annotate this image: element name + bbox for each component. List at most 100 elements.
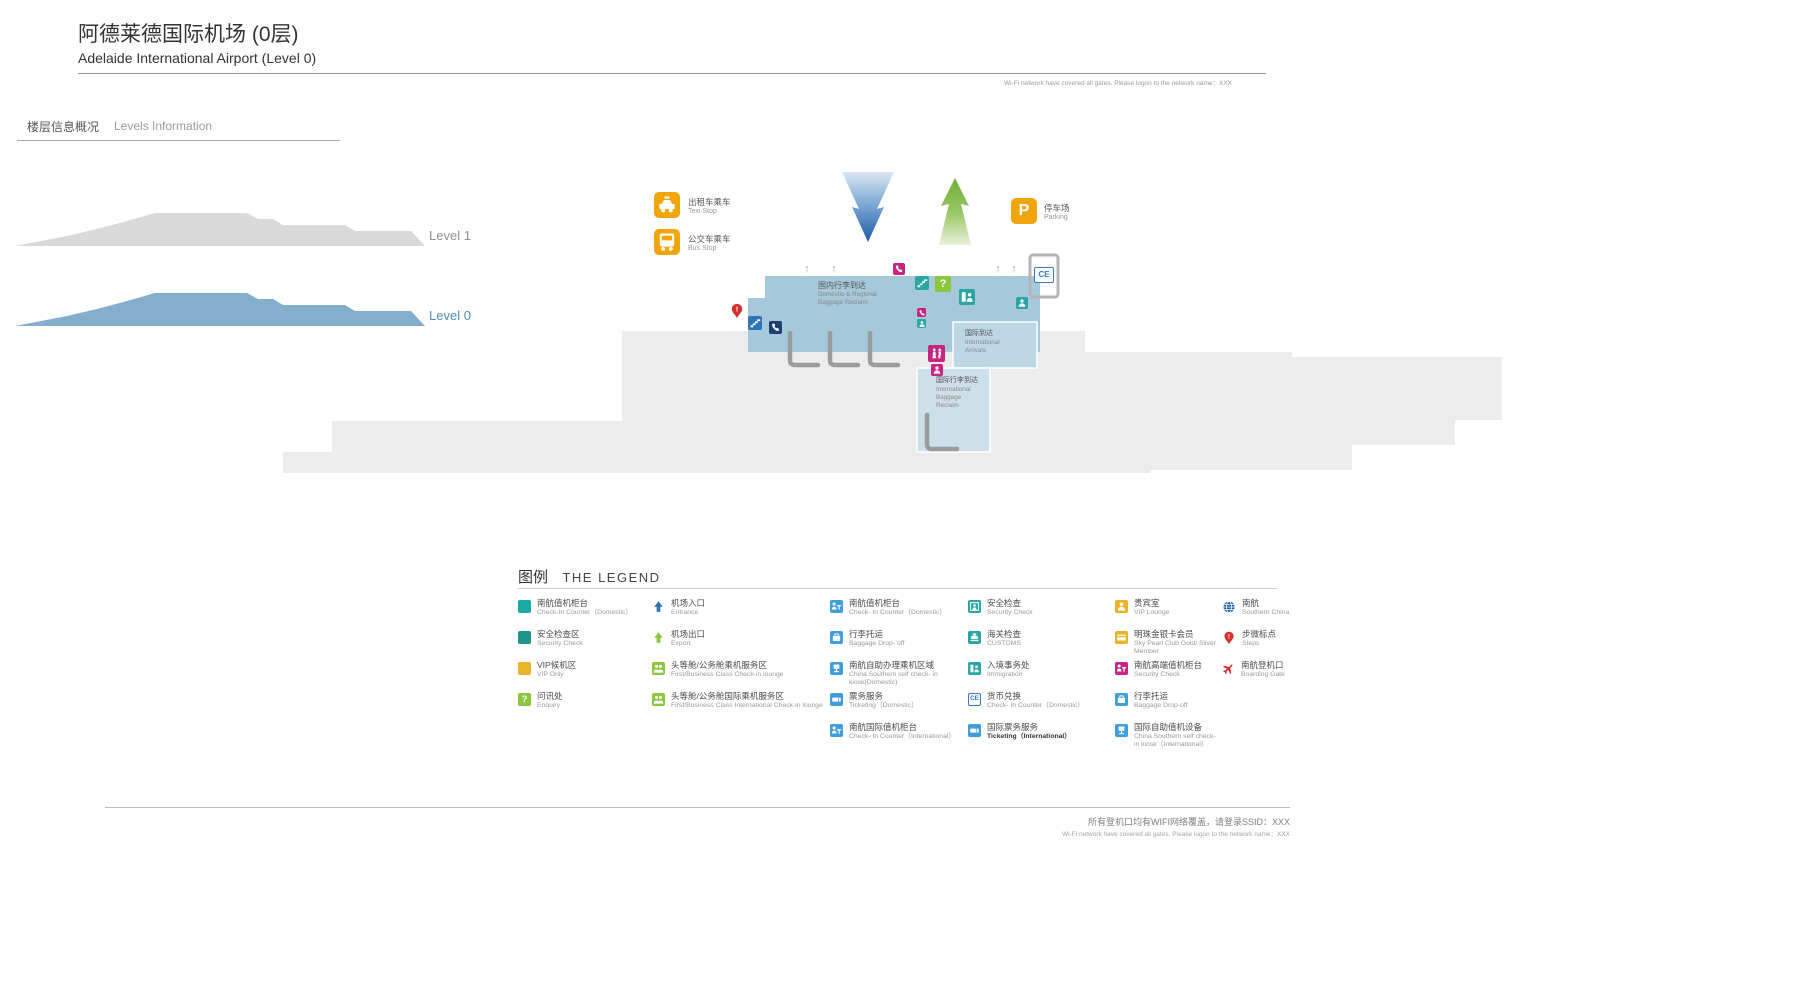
legend-divider xyxy=(518,588,1277,589)
baggage-dropoff-icon xyxy=(1115,693,1128,706)
taxi-stop-label-zh: 出租车乘车 xyxy=(688,197,731,207)
area-label-intl-arrivals: 国际到达 International Arrivals xyxy=(965,330,1000,355)
telephone-icon xyxy=(893,263,905,275)
footer-note: 所有登机口均有WIFI网络覆盖，请登录SSID：XXX Wi-Fi networ… xyxy=(800,815,1290,838)
baggage-dropoff-icon xyxy=(830,631,843,644)
area-label-en: Domestic & Regional Baggage Reclaim xyxy=(818,291,877,307)
enquiry-icon: ? xyxy=(935,276,951,292)
legend-label-en: Export xyxy=(671,639,691,647)
legend-label-en: VIP Only xyxy=(537,670,564,678)
level-1-label[interactable]: Level 1 xyxy=(429,228,471,243)
level-1-silhouette[interactable] xyxy=(15,202,425,248)
area-label-zh: 国际行李到达 xyxy=(936,377,978,384)
exit-arrow-icon xyxy=(652,631,665,644)
legend-label-en: VIP Lounge xyxy=(1134,608,1170,616)
legend-label-zh: 安全检查 xyxy=(987,598,1022,608)
footer-wifi-zh: 所有登机口均有WIFI网络覆盖，请登录SSID：XXX xyxy=(1087,817,1290,827)
tab-underline xyxy=(17,140,340,141)
footer-wifi-en: Wi-Fi network have covered all gates. Pl… xyxy=(1062,831,1290,838)
legend-label-en: Security Check xyxy=(1134,670,1180,678)
direction-arrow-icon: ↑ xyxy=(1011,262,1017,275)
legend-label-en: First/Business Class International Check… xyxy=(671,701,823,709)
vip-lounge-icon xyxy=(1115,600,1128,613)
boarding-gate-icon xyxy=(1219,659,1237,677)
tab-levels-overview-en[interactable]: Levels Information xyxy=(114,119,213,133)
legend-label-zh: 南航值机柜台 xyxy=(537,598,589,608)
parking-label-en: Parking xyxy=(1044,214,1068,221)
legend-label-en: Security Check xyxy=(987,608,1033,616)
level-0-label[interactable]: Level 0 xyxy=(429,308,471,323)
legend-label-zh: 行李托运 xyxy=(1134,691,1169,701)
sky-pearl-member-icon xyxy=(1115,631,1128,644)
header-wifi-note: Wi-Fi network have covered all gates. Pl… xyxy=(1004,80,1232,87)
legend-label-zh: 行李托运 xyxy=(849,629,884,639)
legend-label-en: Ticketing（Domestic） xyxy=(849,701,918,709)
svg-text:!: ! xyxy=(1228,634,1230,641)
toilet-icon xyxy=(928,345,945,362)
page-title: 阿德莱德国际机场 (0层) xyxy=(78,23,299,46)
taxi-stop-label-en: Texi Stop xyxy=(688,208,717,215)
legend-label-en: Security Check xyxy=(537,639,583,647)
direction-arrow-icon: ↑ xyxy=(804,262,810,275)
legend-label-en: Southern China xyxy=(1242,608,1290,616)
legend-label-zh: 明珠金银卡会员 xyxy=(1134,629,1194,639)
legend-label-zh: 南航值机柜台 xyxy=(849,598,901,608)
intl-arrivals-hall xyxy=(952,321,1038,369)
legend-label-zh: 南航登机口 xyxy=(1241,660,1284,670)
customs-icon xyxy=(968,631,981,644)
page-subtitle: Adelaide International Airport (Level 0) xyxy=(78,50,317,66)
area-label-en: International Arrivals xyxy=(965,338,1000,354)
legend-label-en: Baggage Drop-off xyxy=(1134,701,1188,709)
legend-label-zh: 机场出口 xyxy=(671,629,706,639)
entrance-arrow-icon xyxy=(652,600,665,613)
legend-title-en: THE LEGEND xyxy=(562,570,661,585)
legend-label-zh: 国际自助值机设备 xyxy=(1134,722,1203,732)
level-0-silhouette[interactable] xyxy=(15,282,425,328)
legend-label-zh: 南航国际值机柜台 xyxy=(849,722,918,732)
legend-label-en: Baggage Drop- off xyxy=(849,639,905,647)
legend-label-zh: 头等舱/公务舱国际乘机服务区 xyxy=(671,691,784,701)
terminal-floorplan xyxy=(283,172,1502,473)
legend-label-zh: 货币兑换 xyxy=(987,691,1022,701)
self-checkin-kiosk-icon xyxy=(830,662,843,675)
arrivals-flow-arrow-down xyxy=(842,172,894,242)
airline-globe-icon xyxy=(1222,600,1236,614)
area-label-domestic-baggage: 国内行李到达 Domestic & Regional Baggage Recla… xyxy=(818,281,877,307)
telephone-icon xyxy=(917,308,926,317)
customs-icon xyxy=(1016,297,1028,309)
checkin-counter-icon xyxy=(830,600,843,613)
area-label-en: International Baggage Reclaim xyxy=(936,385,971,410)
walkway-outline xyxy=(1028,253,1060,299)
legend-label-en: Boarding Gate xyxy=(1241,670,1285,678)
direction-arrow-icon: ↑ xyxy=(831,262,837,275)
baby-care-icon xyxy=(931,364,943,376)
currency-exchange-icon: CE xyxy=(1034,267,1054,283)
legend-label-en: China Southern self check- in kiosk(Dome… xyxy=(849,670,938,686)
area-label-intl-baggage: 国际行李到达 International Baggage Reclaim xyxy=(936,377,978,410)
legend-title: 图例 THE LEGEND xyxy=(518,566,661,587)
legend-label-en: Enquiry xyxy=(537,701,561,709)
baggage-carousel xyxy=(787,330,960,452)
legend-label-zh: 南航高端值机柜台 xyxy=(1134,660,1203,670)
tab-levels-overview-zh[interactable]: 楼层信息概况 xyxy=(27,120,100,134)
info-point-icon: ! xyxy=(729,303,745,319)
legend-label-en: First/Business Class Check-in lounge xyxy=(671,670,784,678)
